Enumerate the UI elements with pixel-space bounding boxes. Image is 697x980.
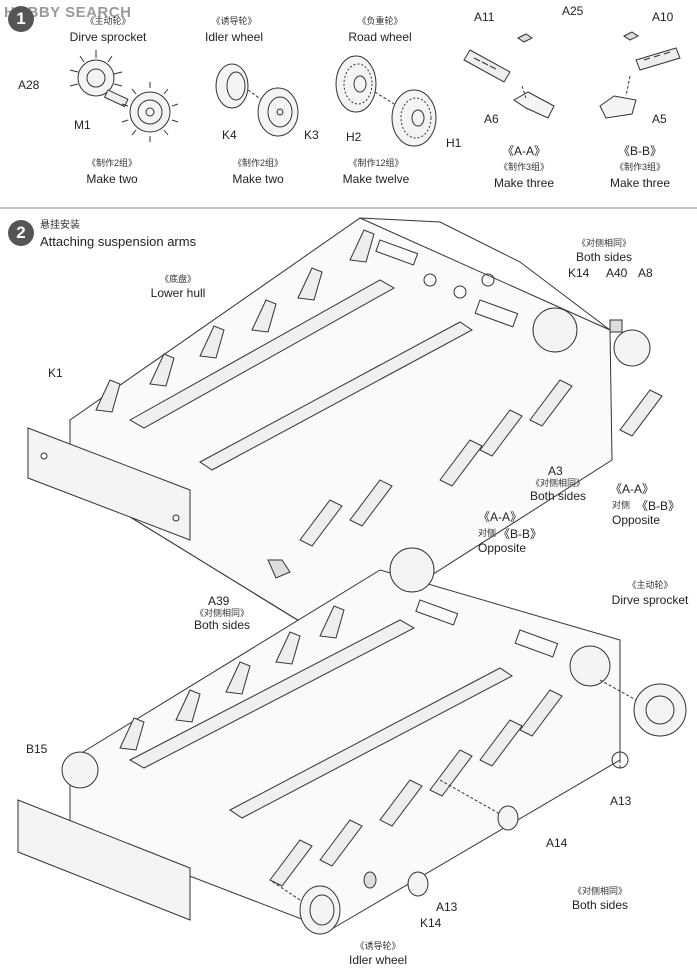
- step-2-badge: 2: [8, 220, 34, 246]
- opposite-cn-mid: 对侧: [478, 528, 497, 538]
- drive-sprocket-hub-drawing: [69, 50, 129, 108]
- both-sides-cn-1: 《对侧相同》: [576, 238, 632, 248]
- part-m1: M1: [74, 118, 91, 132]
- roadwheel-count-cn: 《制作12组》: [348, 158, 404, 168]
- upper-arms-row-2: [119, 605, 345, 751]
- step-1-badge: 1: [8, 6, 34, 32]
- part-a28: A28: [18, 78, 40, 92]
- k1-plate-drawing: [27, 427, 191, 541]
- lower-hull-drawing-1: [69, 217, 613, 641]
- suspension-arm-bb-drawing: [599, 31, 681, 119]
- part-a3: A3: [548, 464, 563, 478]
- part-k1: K1: [48, 366, 63, 380]
- step-2-title-cn: 悬挂安装: [40, 220, 80, 231]
- sprocket-step2-label: Dirve sprocket: [611, 593, 689, 607]
- part-k4: K4: [222, 128, 237, 142]
- part-a10: A10: [652, 10, 674, 24]
- roadwheel-title-cn: 《负重轮》: [357, 16, 403, 26]
- part-a6: A6: [484, 112, 499, 126]
- lower-hull-label: Lower hull: [150, 286, 206, 300]
- idler-count: Make two: [232, 172, 284, 186]
- both-sides-label-4: Both sides: [571, 898, 629, 912]
- idler-wheel-drawing: [215, 63, 299, 137]
- idler-title-cn: 《诱导轮》: [211, 16, 257, 26]
- idler-step2-cn: 《诱导轮》: [355, 941, 401, 951]
- section-bb-right: 《B-B》: [636, 499, 681, 513]
- step-2-title: Attaching suspension arms: [40, 234, 197, 249]
- both-sides-label-3: Both sides: [193, 618, 251, 632]
- part-a39: A39: [208, 594, 230, 608]
- part-a8: A8: [638, 266, 653, 280]
- opposite-cn-right: 对侧: [612, 500, 631, 510]
- part-a11: A11: [474, 10, 495, 24]
- idler-wheel-step2-drawing: [269, 879, 341, 935]
- both-sides-label-1: Both sides: [575, 250, 633, 264]
- both-sides-cn-2: 《对侧相同》: [530, 478, 586, 488]
- idler-count-cn: 《制作2组》: [232, 158, 284, 168]
- part-k14-top: K14: [568, 266, 590, 280]
- both-sides-cn-4: 《对侧相同》: [572, 886, 628, 896]
- bb-count: Make three: [609, 176, 671, 190]
- sprocket-title: Dirve sprocket: [69, 30, 147, 44]
- watermark: HOBBY SEARCH: [4, 4, 132, 21]
- section-aa-mid: 《A-A》: [477, 510, 523, 524]
- bb-count-cn: 《制作3组》: [614, 162, 666, 172]
- aa-count-cn: 《制作3组》: [498, 162, 550, 172]
- sprocket-wheel-step2-drawing: [363, 679, 687, 897]
- part-k14-bottom: K14: [420, 916, 442, 930]
- part-a5: A5: [652, 112, 667, 126]
- idler-step2-label: Idler wheel: [348, 953, 408, 967]
- idler-title: Idler wheel: [204, 30, 264, 44]
- lower-hull-cn: 《底盘》: [159, 274, 197, 284]
- opposite-label-mid: Opposite: [477, 541, 527, 555]
- suspension-arm-aa-drawing: [463, 33, 555, 119]
- part-b15: B15: [26, 742, 48, 756]
- part-a14: A14: [546, 836, 568, 850]
- both-sides-label-2: Both sides: [529, 489, 587, 503]
- opposite-label-right: Opposite: [611, 513, 661, 527]
- part-k3: K3: [304, 128, 319, 142]
- lower-hull-drawing-2: [61, 547, 621, 931]
- section-bb-mid: 《B-B》: [498, 527, 543, 541]
- lower-arms-row-1: [267, 319, 663, 579]
- aa-count: Make three: [493, 176, 555, 190]
- b15-plate-drawing: [17, 799, 191, 921]
- sprocket-title-cn: 《主动轮》: [85, 16, 131, 26]
- sprocket-step2-cn: 《主动轮》: [627, 580, 673, 590]
- part-a13-bottom: A13: [436, 900, 458, 914]
- part-a25: A25: [562, 4, 584, 18]
- drive-sprocket-wheel-drawing: [121, 82, 179, 142]
- part-a13-right: A13: [610, 794, 632, 808]
- lower-arms-row-2: [269, 689, 563, 887]
- sprocket-count: Make two: [86, 172, 138, 186]
- part-h2: H2: [346, 130, 362, 144]
- upper-arms-row-1: [95, 229, 375, 413]
- section-bb-label: 《B-B》: [617, 144, 663, 158]
- part-a40: A40: [606, 266, 628, 280]
- section-aa-right: 《A-A》: [609, 482, 655, 496]
- part-h1: H1: [446, 136, 462, 150]
- roadwheel-title: Road wheel: [348, 30, 412, 44]
- sprocket-count-cn: 《制作2组》: [86, 158, 138, 168]
- roadwheel-count: Make twelve: [342, 172, 410, 186]
- both-sides-cn-3: 《对侧相同》: [194, 608, 250, 618]
- road-wheel-drawing: [335, 55, 437, 147]
- section-aa-label: 《A-A》: [501, 144, 547, 158]
